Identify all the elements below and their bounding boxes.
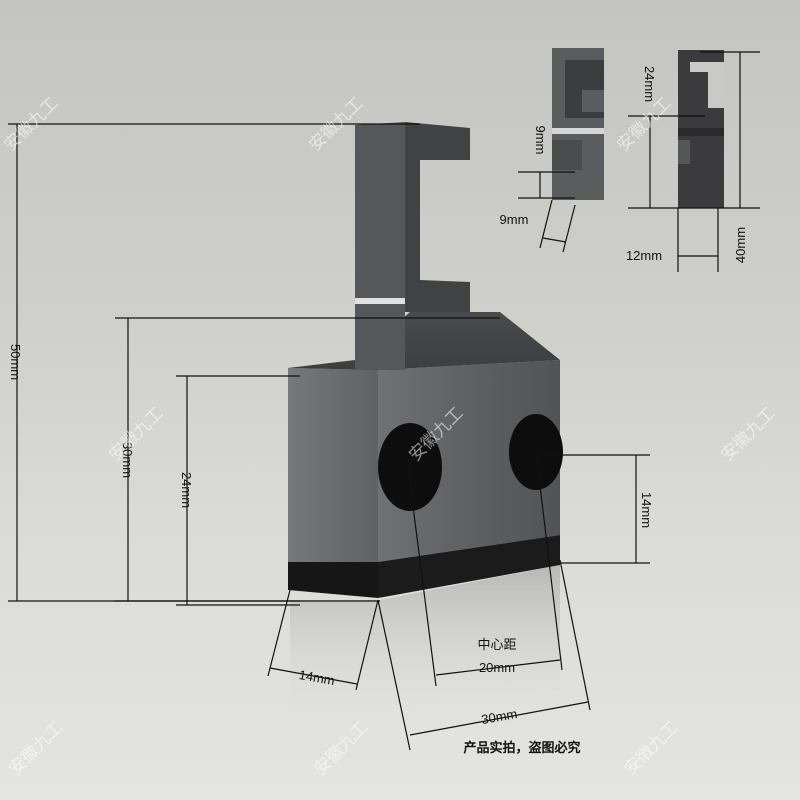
inset-dim-12mm: 12mm: [626, 248, 662, 263]
arm-slot: [355, 298, 405, 304]
caption: 产品实拍，盗图必究: [463, 740, 580, 756]
hole-left: [378, 423, 442, 511]
dim-24mm-height: 24mm: [179, 472, 194, 508]
block-left-face: [288, 368, 378, 562]
arm-hook: [405, 122, 470, 312]
watermark: 安徽九工: [5, 717, 67, 779]
dim-14mm-side: 14mm: [298, 667, 336, 688]
watermark: 安徽九工: [310, 717, 372, 779]
inset-dim-24mm: 24mm: [642, 66, 657, 102]
dimension-lines: [8, 51, 760, 751]
watermark: 安徽九工: [613, 93, 675, 155]
base-strip-left: [288, 562, 378, 598]
watermark: 安徽九工: [717, 403, 779, 465]
arm-front: [355, 122, 405, 370]
inset-left-part: [552, 48, 604, 200]
inset-dim-9mm-slot: 9mm: [533, 126, 548, 155]
dim-30mm-width: 30mm: [480, 706, 518, 727]
inset-dim-40mm: 40mm: [733, 227, 748, 263]
dim-30mm-height: 30mm: [120, 442, 135, 478]
reflection: [290, 565, 560, 720]
dim-20mm: 20mm: [479, 660, 515, 675]
dim-50mm: 50mm: [8, 344, 23, 380]
block-front-face: [378, 360, 560, 562]
inset-dim-9mm-thickness: 9mm: [500, 212, 529, 227]
dim-14mm-hole: 14mm: [639, 492, 654, 528]
dim-center-label: 中心距: [477, 637, 516, 652]
watermark: 安徽九工: [105, 403, 167, 465]
inset-right-part: [678, 50, 724, 208]
watermark: 安徽九工: [620, 717, 682, 779]
block-top-face: [288, 312, 560, 370]
base-strip-front: [378, 535, 560, 598]
